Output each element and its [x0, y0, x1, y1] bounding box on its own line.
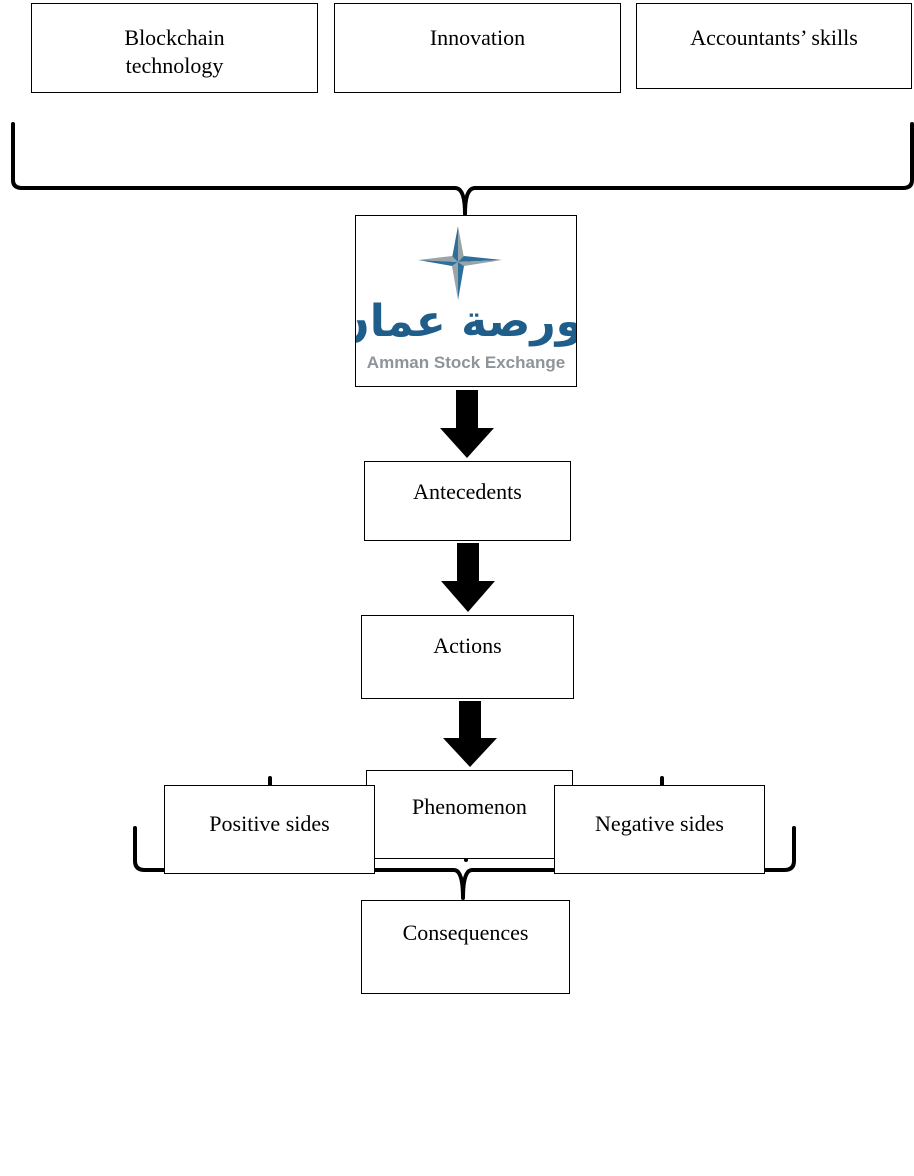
actions-box: Actions — [361, 615, 574, 699]
arrow-logo-to-antecedents — [440, 390, 494, 458]
negative-sides-box: Negative sides — [554, 785, 765, 874]
actions-label: Actions — [433, 633, 502, 658]
input-label-blockchain: Blockchain technology — [124, 25, 225, 78]
inputs-brace — [11, 122, 914, 216]
input-box-accountants-skills: Accountants’ skills — [636, 3, 912, 89]
logo-arabic-text: بورصة عمان — [356, 296, 576, 347]
logo-star-emblem: بورصة عمان Amman Stock Exchange — [332, 226, 600, 372]
input-box-innovation: Innovation — [334, 3, 621, 93]
input-box-blockchain: Blockchain technology — [31, 3, 318, 93]
phenomenon-label: Phenomenon — [412, 794, 527, 819]
arrow-actions-to-phenomenon — [443, 701, 497, 767]
input-label-innovation: Innovation — [429, 25, 526, 50]
positive-sides-label: Positive sides — [209, 811, 330, 836]
negative-sides-label: Negative sides — [595, 811, 724, 836]
consequences-label: Consequences — [402, 920, 529, 945]
amman-stock-exchange-logo: بورصة عمان Amman Stock Exchange — [332, 215, 600, 387]
antecedents-label: Antecedents — [413, 479, 522, 504]
logo-latin-text: Amman Stock Exchange — [367, 353, 565, 372]
phenomenon-box: Phenomenon — [366, 770, 573, 859]
consequences-box: Consequences — [361, 900, 570, 994]
antecedents-box: Antecedents — [364, 461, 571, 541]
arrow-antecedents-to-actions — [441, 543, 495, 612]
input-label-accountants-skills: Accountants’ skills — [690, 25, 858, 50]
consequences-brace — [133, 826, 796, 900]
positive-sides-box: Positive sides — [164, 785, 375, 874]
